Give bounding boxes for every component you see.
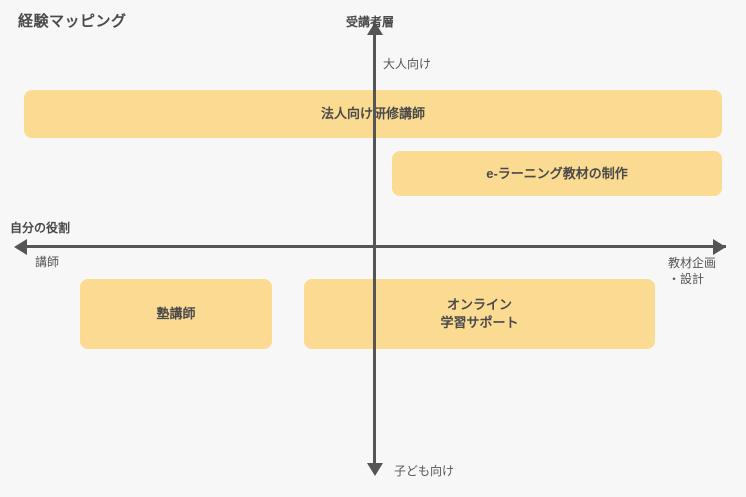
experience-box-cram-school-teacher-label: 塾講師 <box>156 306 196 322</box>
horizontal-axis-title: 自分の役割 <box>10 221 71 235</box>
vertical-axis-top-label: 大人向け <box>383 57 432 71</box>
experience-box-corporate-trainer-label: 法人向け研修講師 <box>321 105 425 123</box>
horizontal-axis-left-label: 講師 <box>35 255 60 269</box>
horizontal-axis-line <box>20 245 726 248</box>
arrow-down-icon <box>367 463 383 476</box>
experience-box-online-learning-support[interactable]: オンライン 学習サポート <box>304 279 655 349</box>
horizontal-axis-right-label-line1: 教材企画 <box>668 256 717 270</box>
experience-box-elearning-production-label: e-ラーニング教材の制作 <box>486 165 628 181</box>
experience-box-cram-school-teacher[interactable]: 塾講師 <box>80 279 272 349</box>
horizontal-axis-right-label-line2: ・設計 <box>668 271 705 286</box>
experience-box-elearning-production[interactable]: e-ラーニング教材の制作 <box>392 151 722 196</box>
page-title: 経験マッピング <box>18 13 127 30</box>
experience-box-online-learning-support-label-line1: オンライン <box>446 297 512 313</box>
arrow-up-icon <box>367 22 383 35</box>
horizontal-axis-right-label: 教材企画 ・設計 <box>668 256 716 287</box>
experience-box-online-learning-support-label-line2: 学習サポート <box>440 315 519 330</box>
arrow-right-icon <box>713 239 726 255</box>
vertical-axis-bottom-label: 子ども向け <box>394 464 455 478</box>
arrow-left-icon <box>14 239 27 255</box>
vertical-axis-title: 受講者層 <box>346 15 395 29</box>
experience-box-online-learning-support-label: オンライン 学習サポート <box>440 296 518 331</box>
vertical-axis-line <box>373 31 376 471</box>
